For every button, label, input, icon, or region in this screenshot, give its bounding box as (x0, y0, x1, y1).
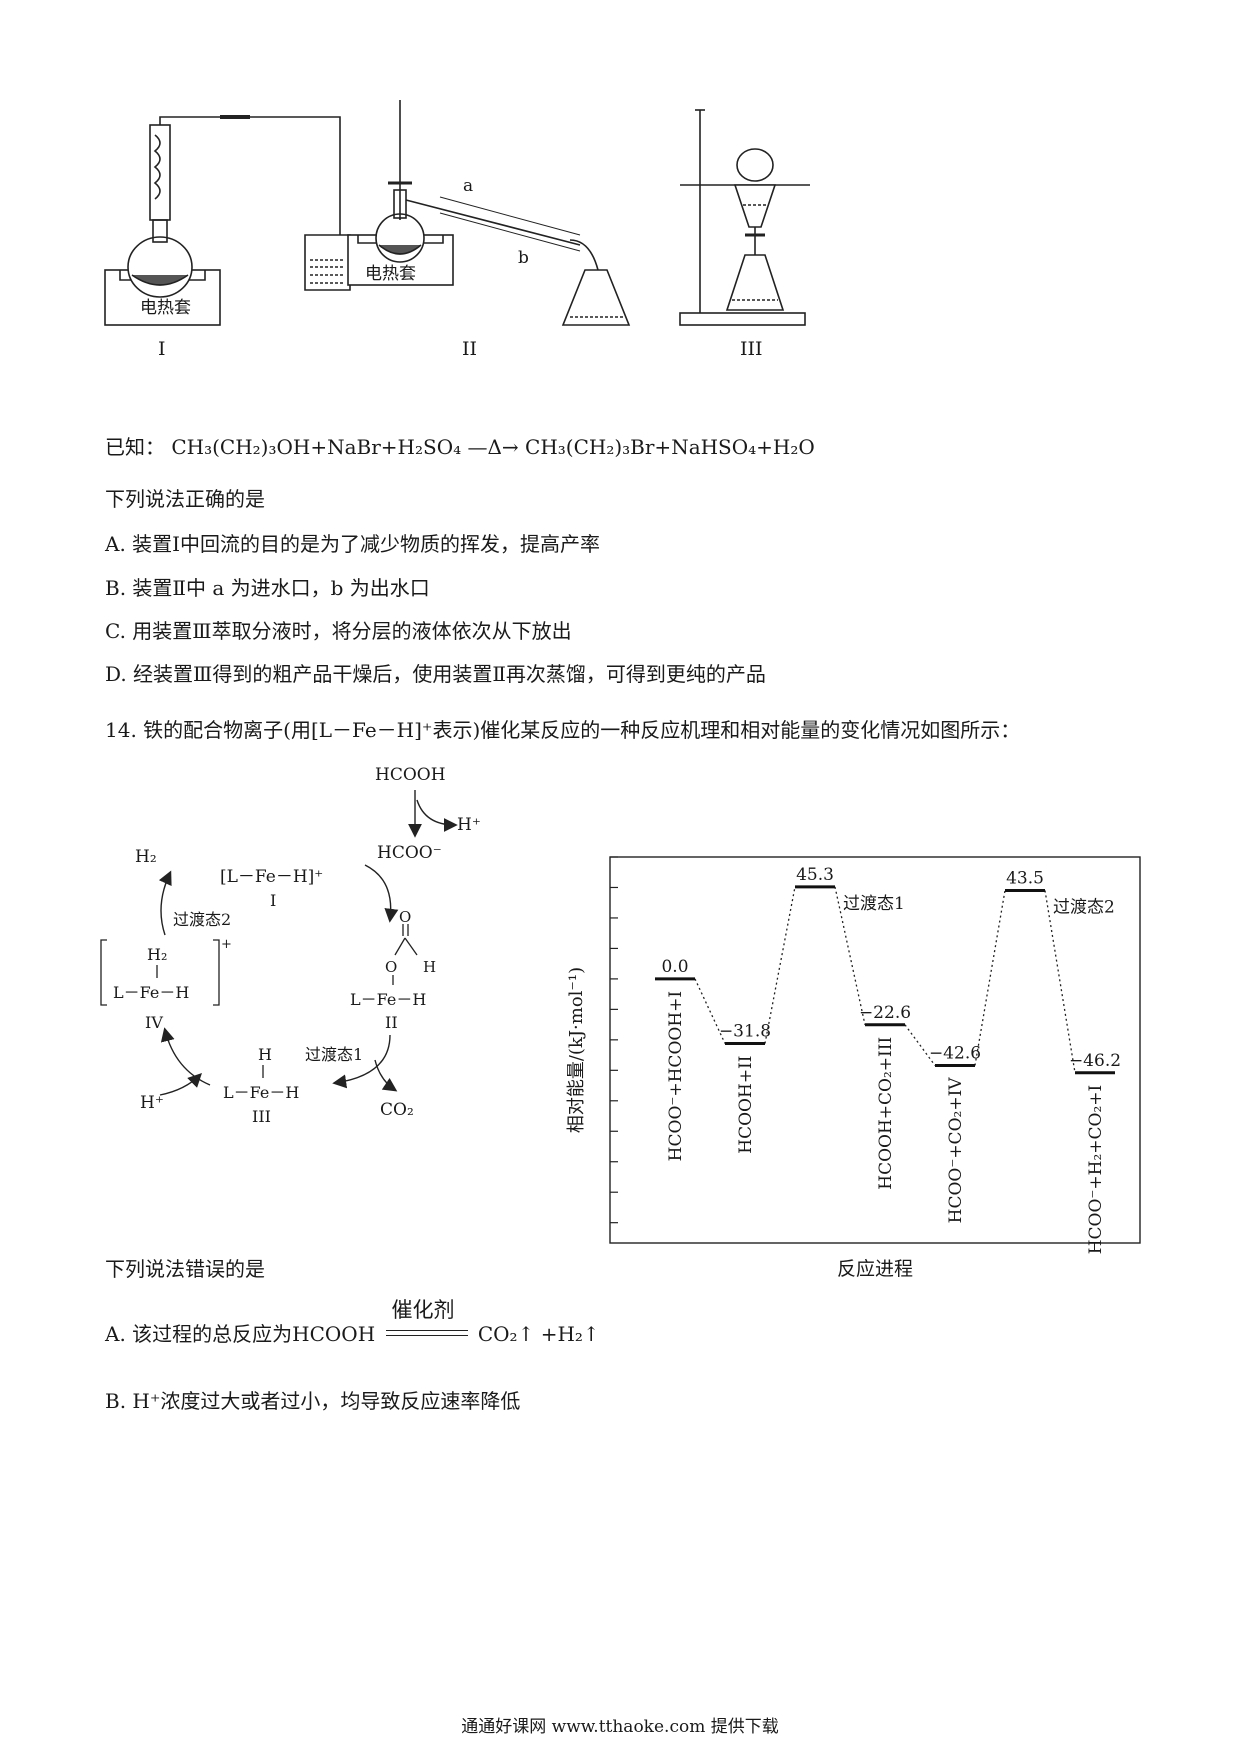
port-b-label: b (518, 248, 529, 268)
equals-line-top (385, 1330, 468, 1331)
cycle-species-ii (392, 924, 418, 985)
heater-label-ii: 电热套 (365, 264, 416, 284)
q14-option-a-line: A. 该过程的总反应为HCOOH 催化剂 CO₂↑ +H₂↑ (105, 1298, 600, 1348)
energy-level-value: 0.0 (661, 957, 688, 977)
q14-prompt: 下列说法错误的是 (105, 1257, 265, 1281)
page-footer: 通通好课网 www.tthaoke.com 提供下载 (461, 1717, 779, 1737)
q13-option-b: B. 装置Ⅱ中 a 为进水口，b 为出水口 (105, 576, 430, 600)
cycle-ts1: 过渡态1 (305, 1045, 363, 1064)
known-prefix: 已知： (105, 435, 165, 459)
energy-level-value: −22.6 (859, 1003, 911, 1023)
cycle-arrow-to-iv (160, 1027, 211, 1086)
cycle-iv-h2: H₂ (147, 945, 167, 964)
cycle-label-iv: IV (145, 1013, 163, 1032)
level-connector (834, 886, 866, 1025)
q14-option-a-suffix: CO₂↑ +H₂↑ (477, 1322, 600, 1346)
energy-level-species: 过渡态2 (1053, 898, 1115, 918)
energy-level-value: 43.5 (1006, 869, 1044, 889)
q13-option-d: D. 经装置Ⅲ得到的粗产品干燥后，使用装置Ⅱ再次蒸馏，可得到更纯的产品 (105, 662, 766, 686)
equals-line-bottom (385, 1335, 468, 1336)
energy-level-value: 45.3 (796, 865, 834, 885)
cycle-hplus-out: H⁺ (457, 815, 481, 835)
cycle-ii-l-fe-h: L－Fe－H (350, 990, 426, 1009)
cycle-label-i: I (270, 891, 276, 910)
known-equation: CH₃(CH₂)₃OH+NaBr+H₂SO₄ —Δ→ CH₃(CH₂)₃Br+N… (171, 435, 815, 459)
known-equation-line: 已知： CH₃(CH₂)₃OH+NaBr+H₂SO₄ —Δ→ CH₃(CH₂)₃… (105, 433, 815, 461)
energy-level-species: HCOO⁻+HCOOH+I (666, 991, 686, 1161)
cycle-ts2: 过渡态2 (173, 910, 231, 929)
energy-level-species: HCOOH+II (736, 1055, 756, 1153)
level-connector (764, 886, 796, 1044)
apparatus-figure: 电热套 I a b 电热套 II III (104, 100, 810, 360)
level-connector (694, 978, 726, 1044)
cycle-hcooh: HCOOH (375, 765, 446, 785)
q14-option-b: B. H⁺浓度过大或者过小，均导致反应速率降低 (105, 1389, 521, 1413)
cycle-arrow-to-iii (332, 1034, 391, 1089)
level-connectors (694, 886, 1076, 1073)
cycle-ii-o: O (385, 958, 397, 976)
plot-frame (609, 856, 1141, 1244)
energy-level-value: −42.6 (929, 1043, 981, 1063)
heater-label-i: 电热套 (140, 298, 191, 318)
apparatus-label-i: I (158, 338, 166, 360)
cycle-ii-h: H (423, 958, 436, 976)
energy-level-species: HCOO⁻+H₂+CO₂+I (1086, 1085, 1106, 1255)
q13-option-a: A. 装置Ⅰ中回流的目的是为了减少物质的挥发，提高产率 (105, 532, 601, 556)
cycle-label-iii: III (252, 1107, 271, 1126)
q13-prompt: 下列说法正确的是 (105, 487, 265, 511)
cycle-arrow-hplus-in (159, 1073, 202, 1096)
apparatus-label-iii: III (740, 338, 763, 360)
energy-level-value: −46.2 (1069, 1051, 1121, 1071)
catalyst-arrow: 催化剂 (385, 1298, 468, 1348)
apparatus-ii (347, 100, 631, 326)
cycle-ii-o-top: O (399, 908, 411, 926)
cycle-species-i: [L－Fe－H]⁺ (220, 867, 323, 887)
energy-level-species: HCOO⁻+CO₂+IV (946, 1077, 966, 1224)
energy-level-species: HCOOH+CO₂+III (876, 1037, 896, 1190)
cycle-label-ii: II (385, 1013, 398, 1032)
cycle-arrow-co2 (374, 1059, 398, 1092)
energy-level-species: 过渡态1 (843, 894, 905, 914)
cycle-iii-h-top: H (258, 1045, 272, 1064)
cycle-iii-l-fe-h: L－Fe－H (223, 1083, 299, 1102)
catalytic-cycle-diagram: HCOOH H⁺ HCOO⁻ [L－Fe－H]⁺ I H₂ 过渡态2 O O H… (100, 765, 481, 1126)
level-connector (974, 890, 1006, 1066)
cycle-hplus-in: H⁺ (140, 1093, 164, 1113)
q13-option-c: C. 用装置Ⅲ萃取分液时，将分层的液体依次从下放出 (105, 619, 572, 643)
cycle-co2: CO₂ (380, 1100, 414, 1120)
q14-stem: 14. 铁的配合物离子(用[L－Fe－H]⁺表示)催化某反应的一种反应机理和相对… (105, 718, 1021, 742)
q14-option-a-prefix: A. 该过程的总反应为HCOOH (105, 1322, 376, 1346)
cycle-species-iv (100, 939, 220, 1006)
cycle-arrow-hplus (416, 799, 458, 832)
port-a-label: a (463, 176, 473, 196)
cycle-h2: H₂ (135, 847, 157, 867)
apparatus-label-ii: II (462, 338, 477, 360)
apparatus-i (104, 115, 351, 326)
cycle-iv-l-fe-h: L－Fe－H (113, 983, 189, 1002)
energy-level-value: −31.8 (719, 1021, 771, 1041)
apparatus-iii (679, 109, 810, 326)
level-connector (1044, 890, 1076, 1073)
cycle-hcoo-minus: HCOO⁻ (377, 843, 442, 863)
y-axis-label: 相对能量/(kJ·mol⁻¹) (566, 967, 587, 1133)
level-connector (904, 1024, 936, 1066)
cycle-arrow-h2 (158, 870, 172, 936)
cycle-arrow-to-ii (364, 864, 399, 923)
x-axis-label: 反应进程 (837, 1258, 913, 1280)
y-axis-ticks (610, 856, 618, 1224)
catalyst-label: 催化剂 (391, 1298, 455, 1322)
cycle-iv-charge: + (221, 937, 232, 952)
